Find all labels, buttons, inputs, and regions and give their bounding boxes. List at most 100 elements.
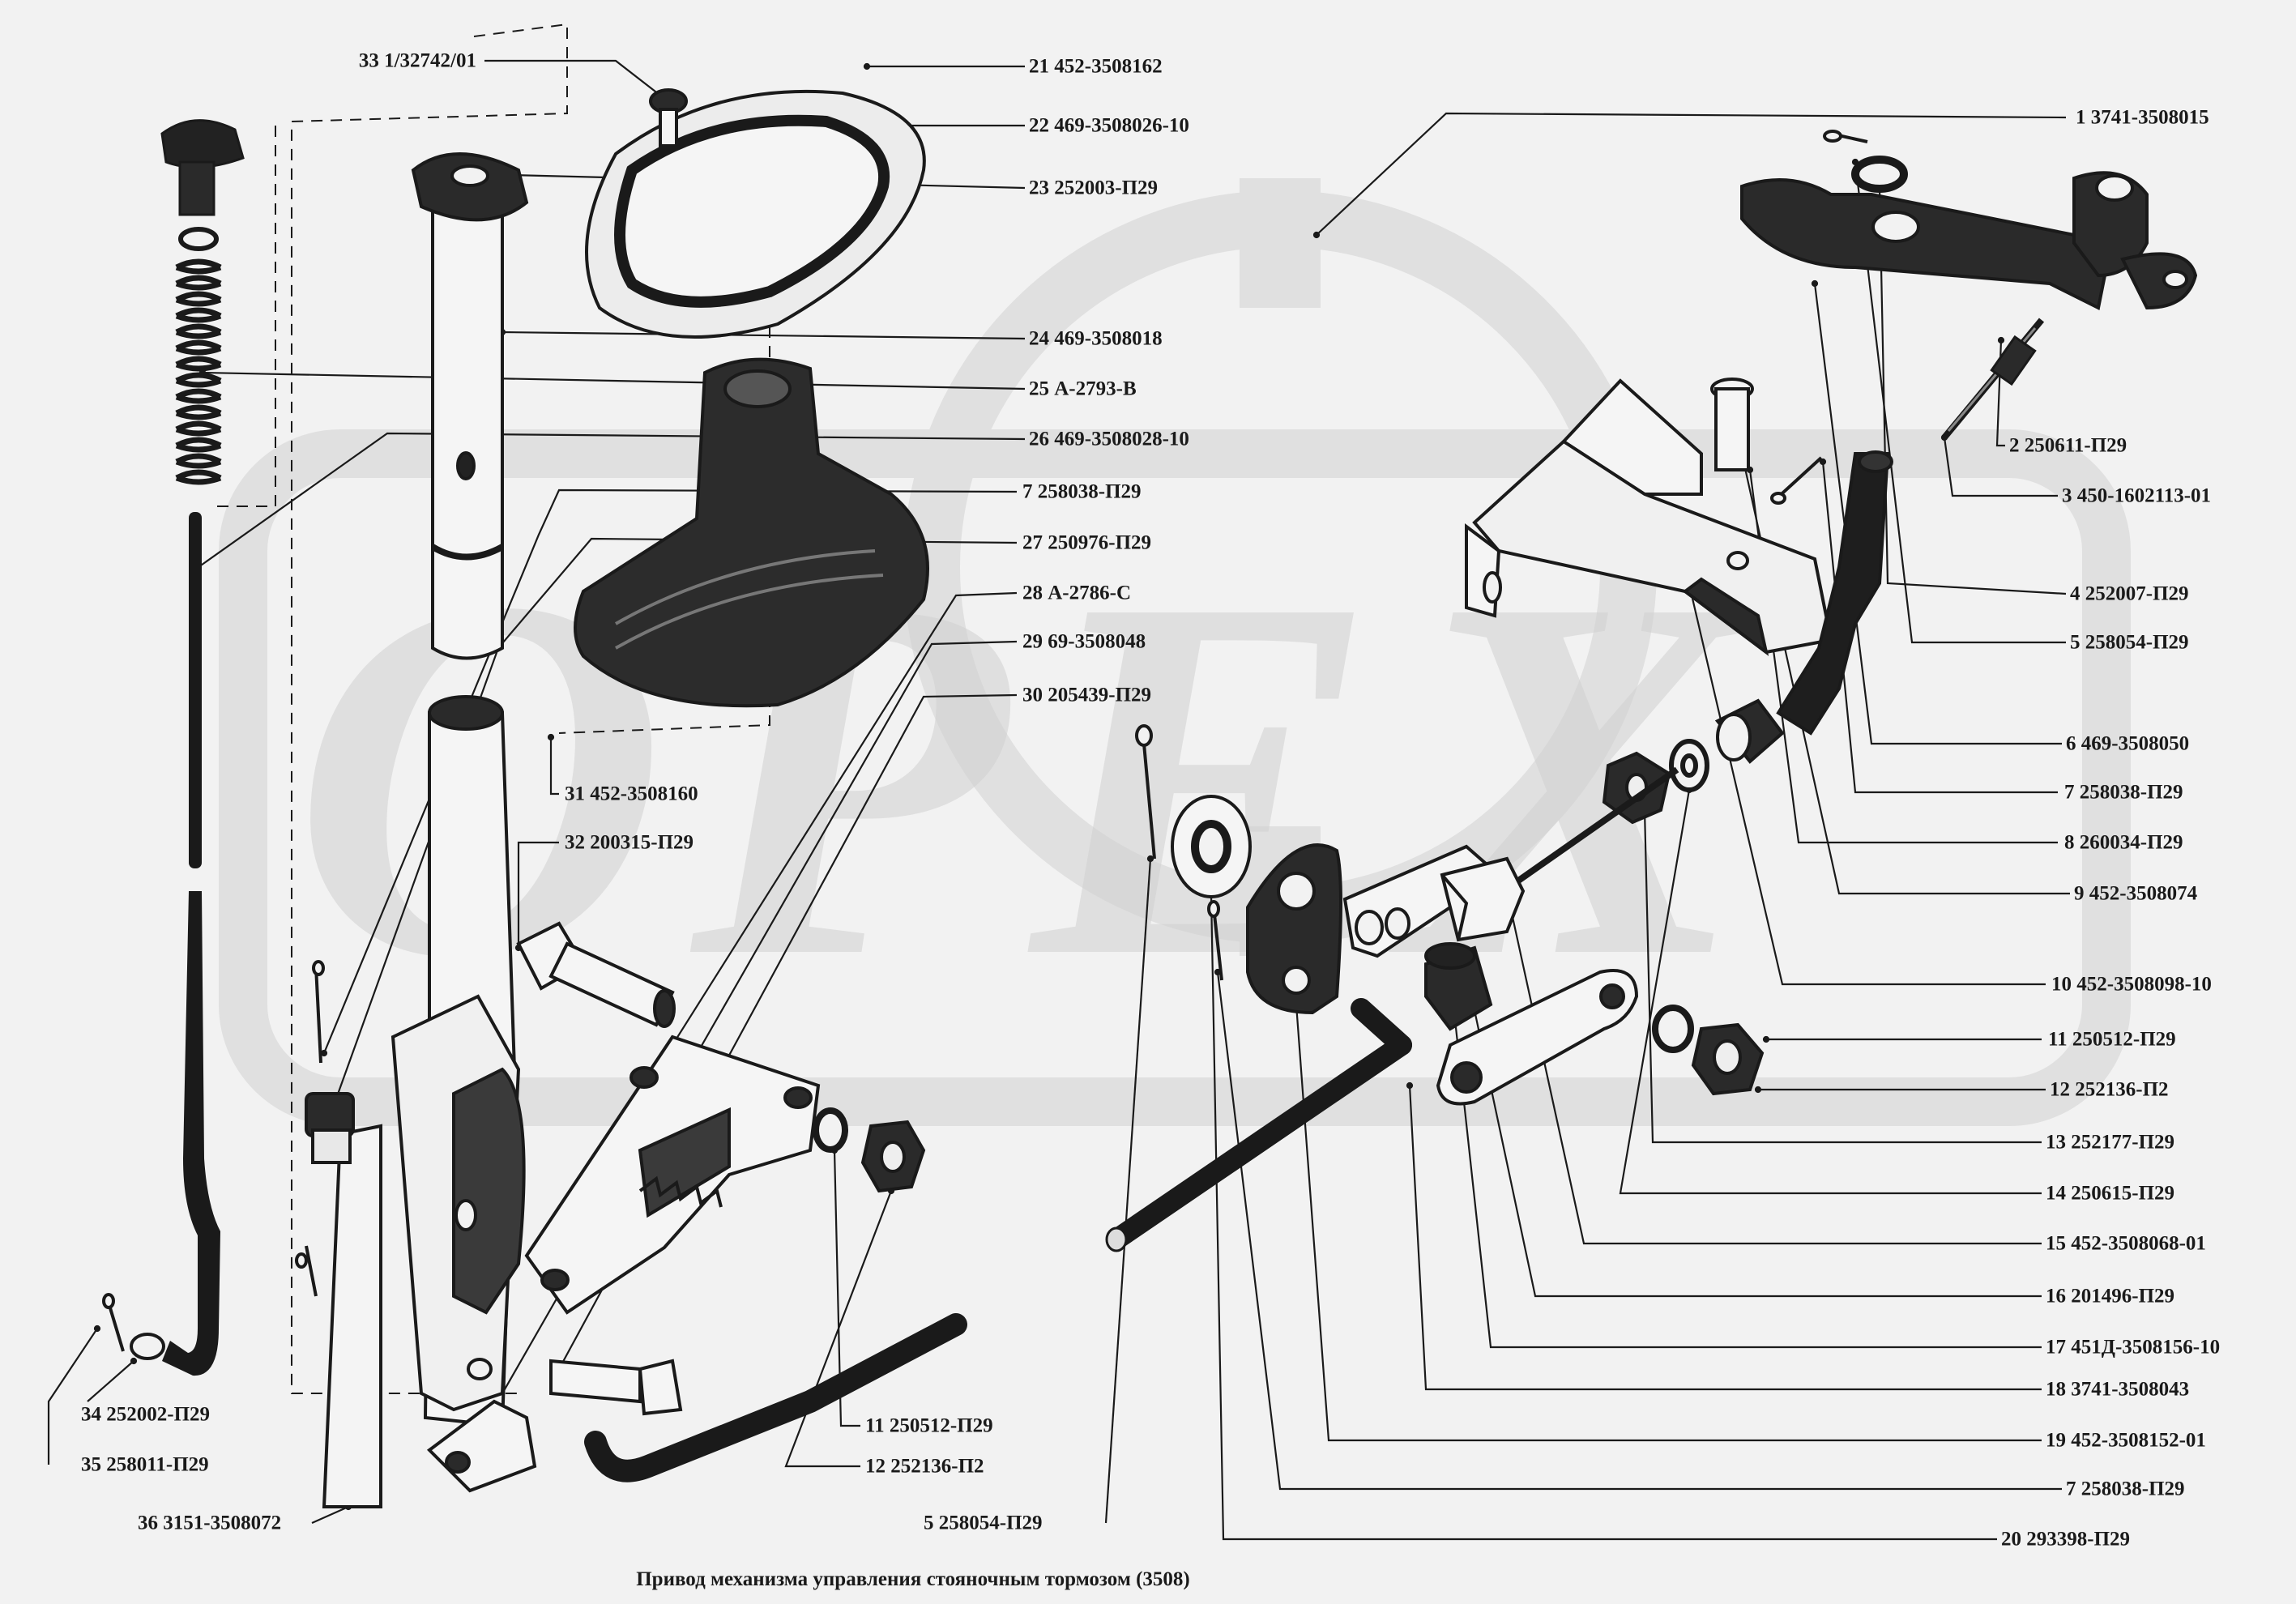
part-label-14: 14 250615-П29: [2046, 1182, 2175, 1205]
pin-9: [1710, 378, 1754, 471]
nut-12: [860, 1120, 926, 1193]
part-label-5b: 5 258054-П29: [2070, 631, 2189, 654]
castle-nut-12: [305, 1092, 355, 1164]
leader-line-8: [1748, 469, 2058, 844]
lever-18: [1436, 969, 1639, 1106]
rod-end: [1714, 698, 1785, 764]
part-label-28: 28 А-2786-С: [1022, 582, 1132, 604]
part-label-8: 8 260034-П29: [2064, 831, 2183, 854]
leader-line-32: [517, 841, 559, 948]
part-label-12b: 12 252136-П2: [2050, 1078, 2169, 1101]
washer-23: [178, 227, 219, 251]
leader-line-5b: [1854, 161, 2066, 644]
leader-end-6: [1811, 279, 1819, 288]
leader-line-13: [1643, 809, 2042, 1144]
rubber-boot-26: [574, 357, 929, 708]
part-label-25: 25 А-2793-В: [1029, 378, 1137, 400]
leader-line-4: [1878, 187, 2067, 595]
link-plate-15: [1342, 844, 1526, 958]
caption: Привод механизма управления стояночным т…: [636, 1568, 1190, 1590]
knob-33: [160, 119, 245, 216]
washer-14: [1669, 739, 1709, 792]
leader-line-28: [672, 591, 1018, 1046]
leader-end-34: [130, 1357, 138, 1365]
part-label-18: 18 3741-3508043: [2046, 1378, 2190, 1401]
leader-end-12b: [1754, 1086, 1762, 1094]
part-label-19: 19 452-3508152-01: [2046, 1429, 2206, 1452]
leader-line-9: [1740, 453, 2070, 895]
screw-21: [649, 88, 688, 147]
part-label-33: 33 1/32742/01: [358, 49, 476, 72]
leader-end-21: [863, 62, 871, 70]
control-rod: [162, 512, 220, 1376]
leader-line-10: [1684, 566, 2046, 986]
leader-line-11a: [833, 1150, 860, 1427]
leader-line-25: [202, 371, 1026, 390]
part-label-21: 21 452-3508162: [1029, 55, 1163, 78]
long-rod-20: [584, 998, 1412, 1482]
washer-20: [1171, 795, 1252, 898]
part-label-20: 20 293398-П29: [2001, 1528, 2131, 1551]
nut-13: [1602, 751, 1671, 825]
cable-3: [1941, 318, 2045, 440]
leader-line-35: [47, 1328, 98, 1465]
leader-line-3: [1943, 437, 2058, 497]
part-label-7a: 7 258038-П29: [1022, 480, 1142, 503]
washer-4: [1851, 156, 1908, 193]
part-label-11b: 11 250512-П29: [2048, 1028, 2176, 1051]
leader-line-7c: [1216, 971, 2062, 1491]
leader-line-12a: [784, 1190, 893, 1468]
part-label-23: 23 252003-П29: [1029, 177, 1159, 199]
bolt-30: [549, 1359, 683, 1416]
cotter-pin-8: [1770, 130, 1868, 505]
part-label-7b: 7 258038-П29: [2064, 781, 2183, 804]
handle-tube-24: [411, 152, 529, 660]
part-label-15: 15 452-3508068-01: [2046, 1232, 2206, 1255]
part-label-34: 34 252002-П29: [81, 1403, 211, 1426]
leader-line-34: [87, 1360, 134, 1402]
part-label-6: 6 469-3508050: [2066, 732, 2190, 755]
part-label-4: 4 252007-П29: [2070, 582, 2189, 605]
cover-plate-22: [585, 89, 926, 339]
part-label-31: 31 452-3508160: [565, 783, 698, 805]
threaded-rod: [1513, 766, 1679, 886]
leader-line-19: [1295, 1004, 2042, 1442]
leader-end-31: [547, 733, 555, 741]
leader-end-11b: [1762, 1035, 1770, 1043]
part-label-11a: 11 250512-П29: [865, 1414, 993, 1437]
part-label-16: 16 201496-П29: [2046, 1285, 2175, 1308]
washer-11-right: [1652, 1005, 1694, 1053]
lower-link-29: [426, 1399, 537, 1493]
leader-end-18: [1406, 1081, 1414, 1090]
cotter-pin-35: [102, 960, 325, 1352]
spring-25: [175, 258, 222, 485]
part-label-17: 17 451Д-3508156-10: [2046, 1336, 2221, 1359]
leader-line-17: [1453, 1012, 2042, 1349]
part-label-22: 22 469-3508026-10: [1029, 114, 1189, 137]
leader-end-35: [93, 1325, 101, 1333]
part-label-35: 35 258011-П29: [81, 1453, 209, 1476]
leader-line-36: [311, 1505, 349, 1525]
ratchet-sector-28: [524, 1034, 821, 1315]
bracket-10: [1465, 378, 1833, 656]
plate-19: [1246, 843, 1342, 1015]
part-label-1: 1 3741-3508015: [2076, 106, 2209, 129]
leader-line-15: [1505, 890, 2042, 1245]
part-label-36: 36 3151-3508072: [138, 1512, 282, 1534]
part-label-13: 13 252177-П29: [2046, 1131, 2175, 1154]
leader-line-31: [549, 737, 559, 796]
part-label-12a: 12 252136-П2: [865, 1455, 984, 1478]
lever-arm-1: [1740, 171, 2198, 310]
lever-body-36: [322, 695, 526, 1508]
leader-end-7b: [1819, 458, 1827, 466]
part-label-24: 24 469-3508018: [1029, 327, 1163, 350]
part-label-2: 2 250611-П29: [2009, 434, 2127, 457]
leader-line-20: [1210, 894, 1997, 1541]
part-label-3: 3 450-1602113-01: [2062, 484, 2212, 507]
leader-line-5a: [1104, 858, 1152, 1524]
part-label-10: 10 452-3508098-10: [2051, 973, 2212, 996]
leader-line-18: [1408, 1085, 2042, 1391]
part-label-7c: 7 258038-П29: [2066, 1478, 2185, 1500]
